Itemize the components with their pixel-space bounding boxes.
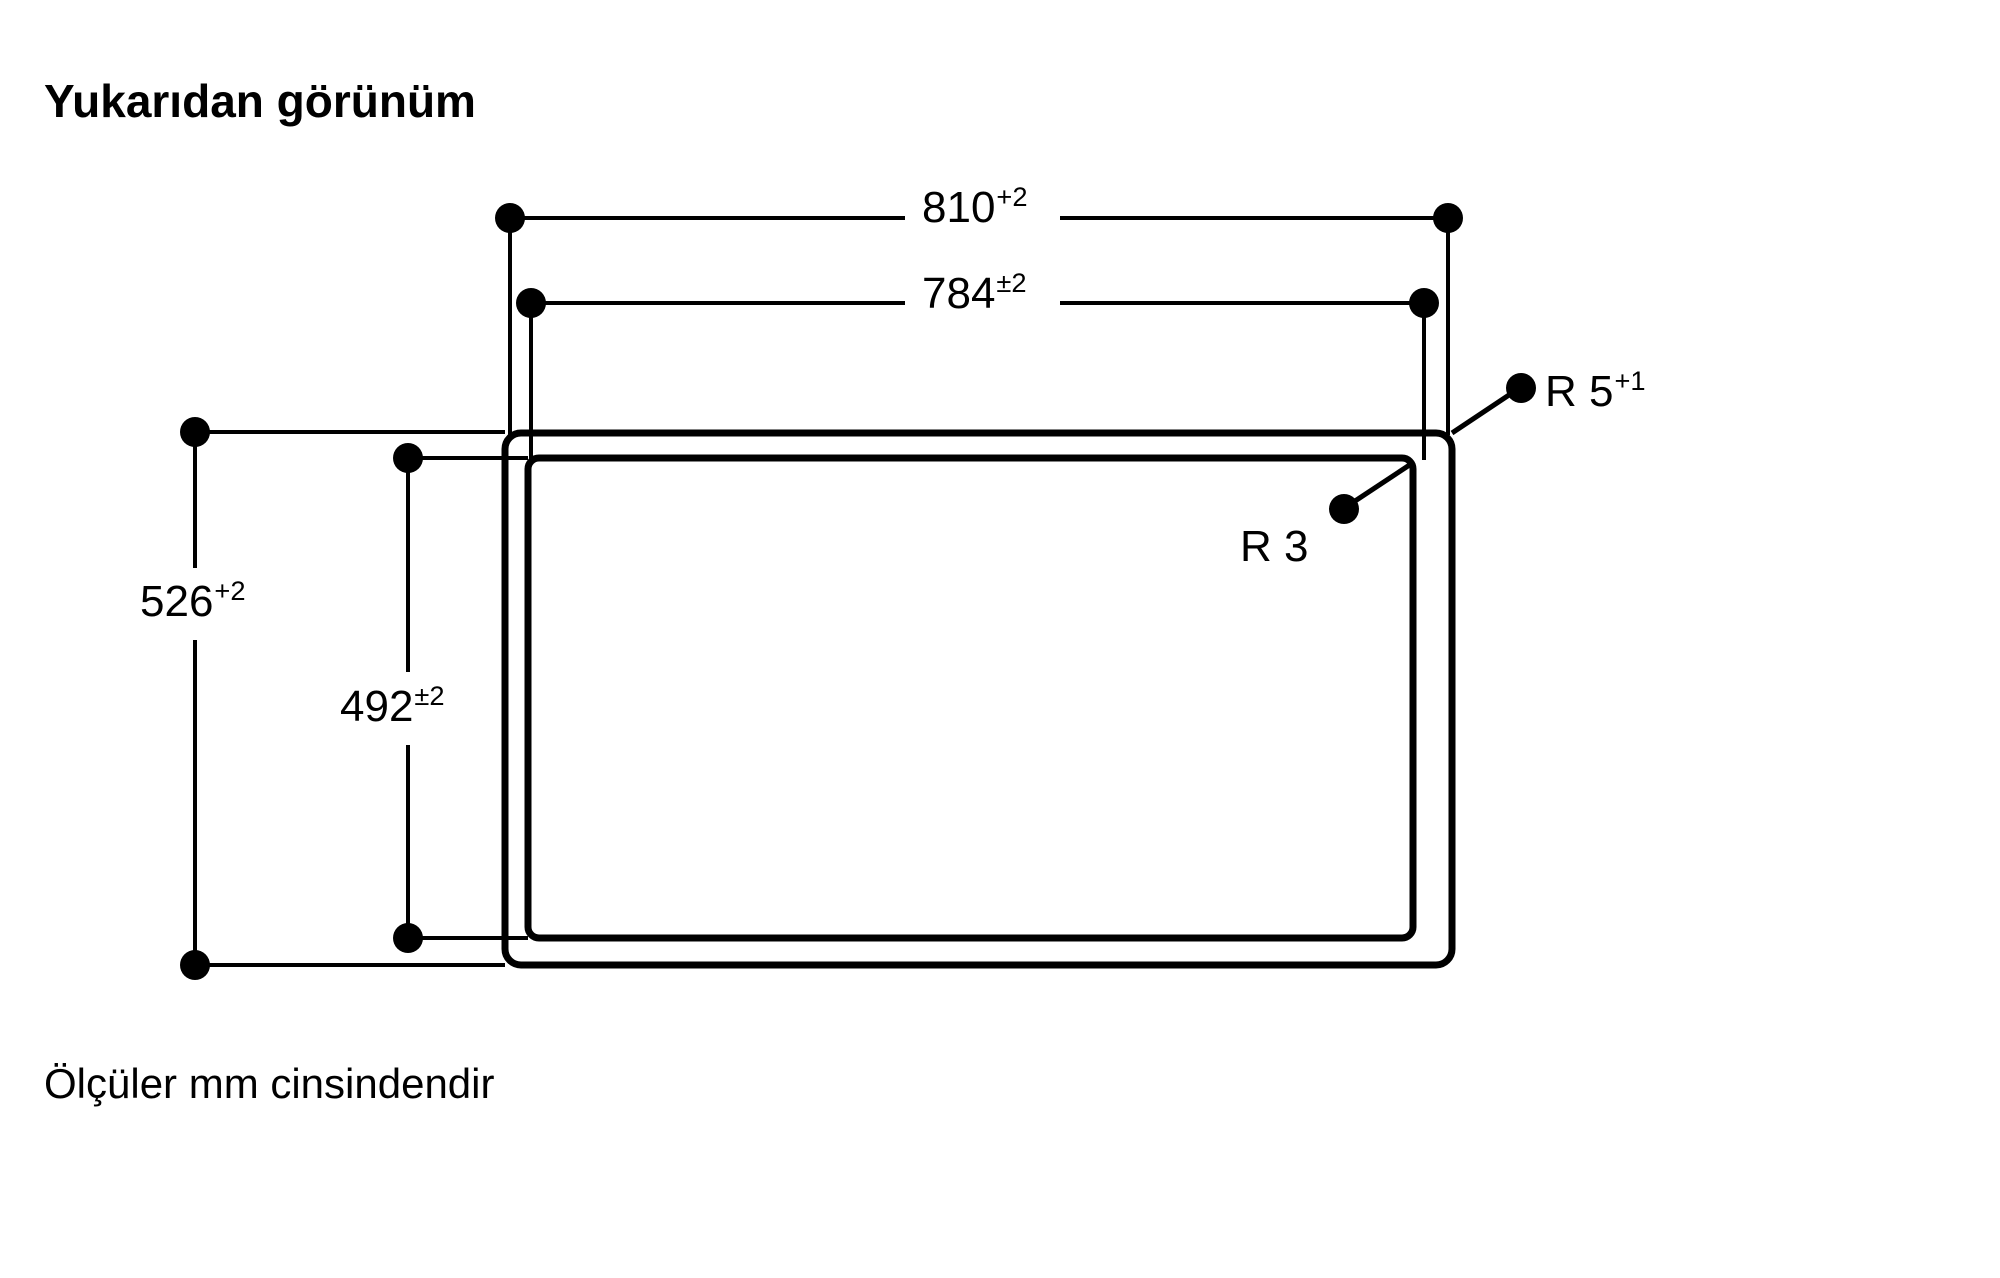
- radius-label-r3: R 3: [1240, 525, 1309, 569]
- inner-cutout-rectangle: [524, 454, 1417, 942]
- dimension-dot-784-left: [516, 288, 546, 318]
- radius-value-r3: R 3: [1240, 522, 1309, 571]
- leader-line-r3: [1347, 461, 1413, 508]
- dimension-dot-492-bottom: [393, 923, 423, 953]
- leader-line-r5: [1450, 390, 1514, 436]
- dimension-label-492: 492±2: [340, 682, 445, 731]
- dimension-tolerance-492: ±2: [414, 680, 445, 712]
- outer-cutout-rectangle: [501, 429, 1456, 969]
- dimension-dot-784-right: [1409, 288, 1439, 318]
- dimension-label-526: 526+2: [140, 577, 246, 626]
- dimension-value-526: 526: [140, 577, 214, 626]
- dimension-tolerance-784: ±2: [996, 267, 1027, 299]
- dimension-810: [495, 203, 1463, 435]
- dimension-dot-810-left: [495, 203, 525, 233]
- dimension-label-784: 784±2: [922, 269, 1027, 318]
- dimension-492: [393, 443, 528, 953]
- dimension-784: [516, 288, 1439, 460]
- dimension-value-492: 492: [340, 682, 414, 731]
- dimension-value-784: 784: [922, 269, 996, 318]
- dimension-value-810: 810: [922, 183, 996, 232]
- dimension-tolerance-810: +2: [996, 181, 1028, 213]
- radius-tolerance-r5: +1: [1614, 365, 1646, 397]
- radius-value-r5: R 5: [1545, 367, 1614, 416]
- radius-label-r5: R 5+1: [1545, 367, 1646, 416]
- units-caption: Ölçüler mm cinsindendir: [44, 1060, 495, 1107]
- dimension-dot-810-right: [1433, 203, 1463, 233]
- dimension-tolerance-526: +2: [214, 575, 246, 607]
- leader-dot-r5: [1506, 373, 1536, 403]
- dimension-dot-492-top: [393, 443, 423, 473]
- radius-leader-r3: [1329, 461, 1413, 524]
- radius-leader-r5: [1450, 373, 1536, 436]
- page-title: Yukarıdan görünüm: [44, 75, 476, 127]
- dimension-label-810: 810+2: [922, 183, 1028, 232]
- dimension-dot-526-top: [180, 417, 210, 447]
- dimension-526: [180, 417, 505, 980]
- dimension-dot-526-bottom: [180, 950, 210, 980]
- leader-dot-r3: [1329, 494, 1359, 524]
